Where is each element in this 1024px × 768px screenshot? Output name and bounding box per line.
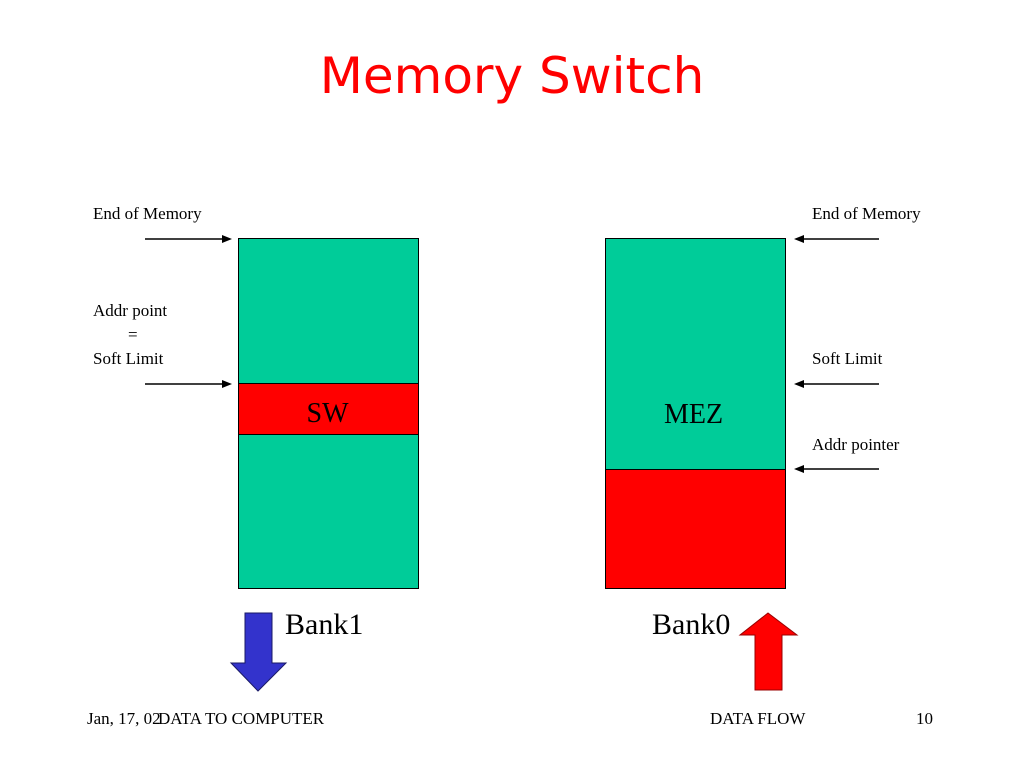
up-arrow-icon [738,612,799,691]
bank1-end-of-memory-label: End of Memory [93,204,202,223]
bank0-soft-limit-arrow-icon [794,380,879,388]
bank0-addr-pointer-label: Addr pointer [812,435,900,454]
footer-date: Jan, 17, 02 [87,709,161,728]
bank1-memory-top [238,238,419,385]
footer-center-caption: DATA FLOW [710,709,806,728]
footer-left-caption: DATA TO COMPUTER [158,709,325,728]
bank1-name: Bank1 [285,608,364,641]
bank0-soft-limit-label: Soft Limit [812,349,883,368]
slide-title: Memory Switch [319,47,705,105]
down-arrow-icon [229,612,288,692]
bank1-end-of-memory-arrow-icon [145,235,232,243]
bank0-end-of-memory-label: End of Memory [812,204,921,223]
bank1-soft-limit-arrow-icon [145,380,232,388]
bank0-name: Bank0 [652,608,731,641]
bank0-end-of-memory-arrow-icon [794,235,879,243]
bank1-sw-label: SW [306,398,349,429]
bank1-memory-bottom [238,434,419,589]
bank0-addr-pointer-arrow-icon [794,465,879,473]
bank1-soft-limit-label: Soft Limit [93,349,164,368]
bank0-filled-segment [605,469,786,589]
bank1-equals-label: = [128,325,138,344]
bank0-mez-label: MEZ [663,399,724,430]
footer-page-number: 10 [916,709,933,728]
bank1-addr-point-label: Addr point [93,301,168,320]
